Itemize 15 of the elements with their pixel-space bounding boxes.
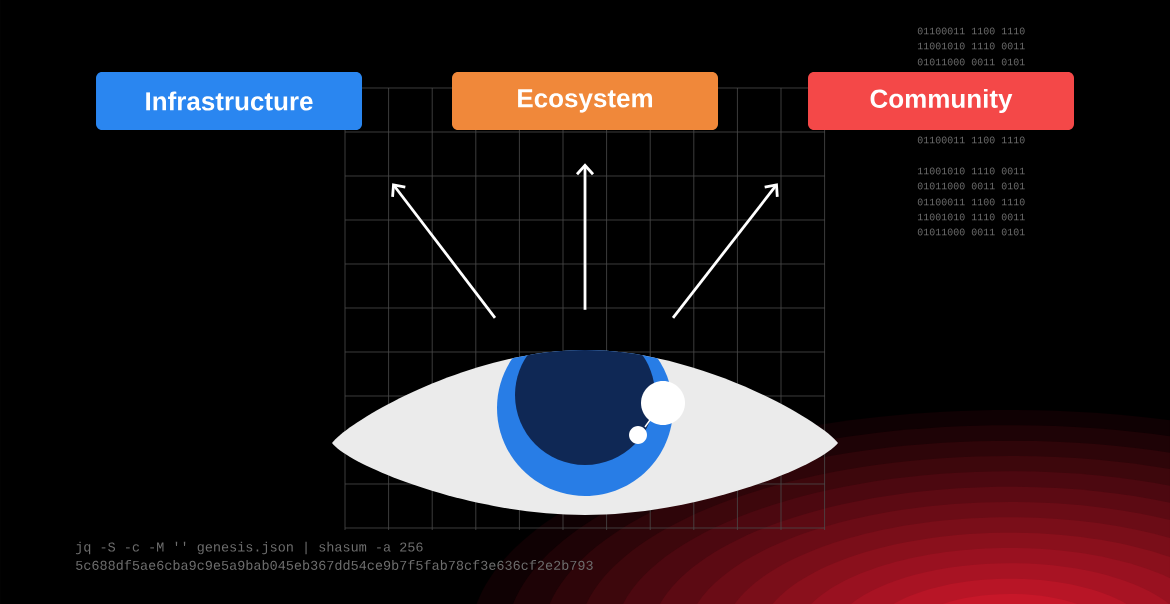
binary-text: 01011000 0011 0101 <box>917 228 1025 236</box>
category-box: Infrastructure <box>96 72 362 130</box>
arrow <box>575 163 595 310</box>
binary-text: 11001010 1110 0011 <box>917 42 1025 50</box>
binary-text: 11001010 1110 0011 <box>917 167 1025 175</box>
binary-text: 01011000 0011 0101 <box>917 182 1025 190</box>
category-box: Community <box>808 72 1074 130</box>
arrow <box>391 183 497 319</box>
binary-text: 11001010 1110 0011 <box>917 213 1025 221</box>
binary-text: 01100011 1100 1110 <box>917 27 1025 35</box>
binary-text: 01100011 1100 1110 <box>917 198 1025 206</box>
command-text: jq -S -c -M '' genesis.json | shasum -a 256 <box>76 541 423 555</box>
category-box: Ecosystem <box>452 72 718 130</box>
command-text: 5c688df5ae6cba9c9e5a9bab045eb367dd54ce9b7f5fab78cf3e636cf2e2b793 <box>76 560 593 570</box>
arrow <box>671 183 779 319</box>
